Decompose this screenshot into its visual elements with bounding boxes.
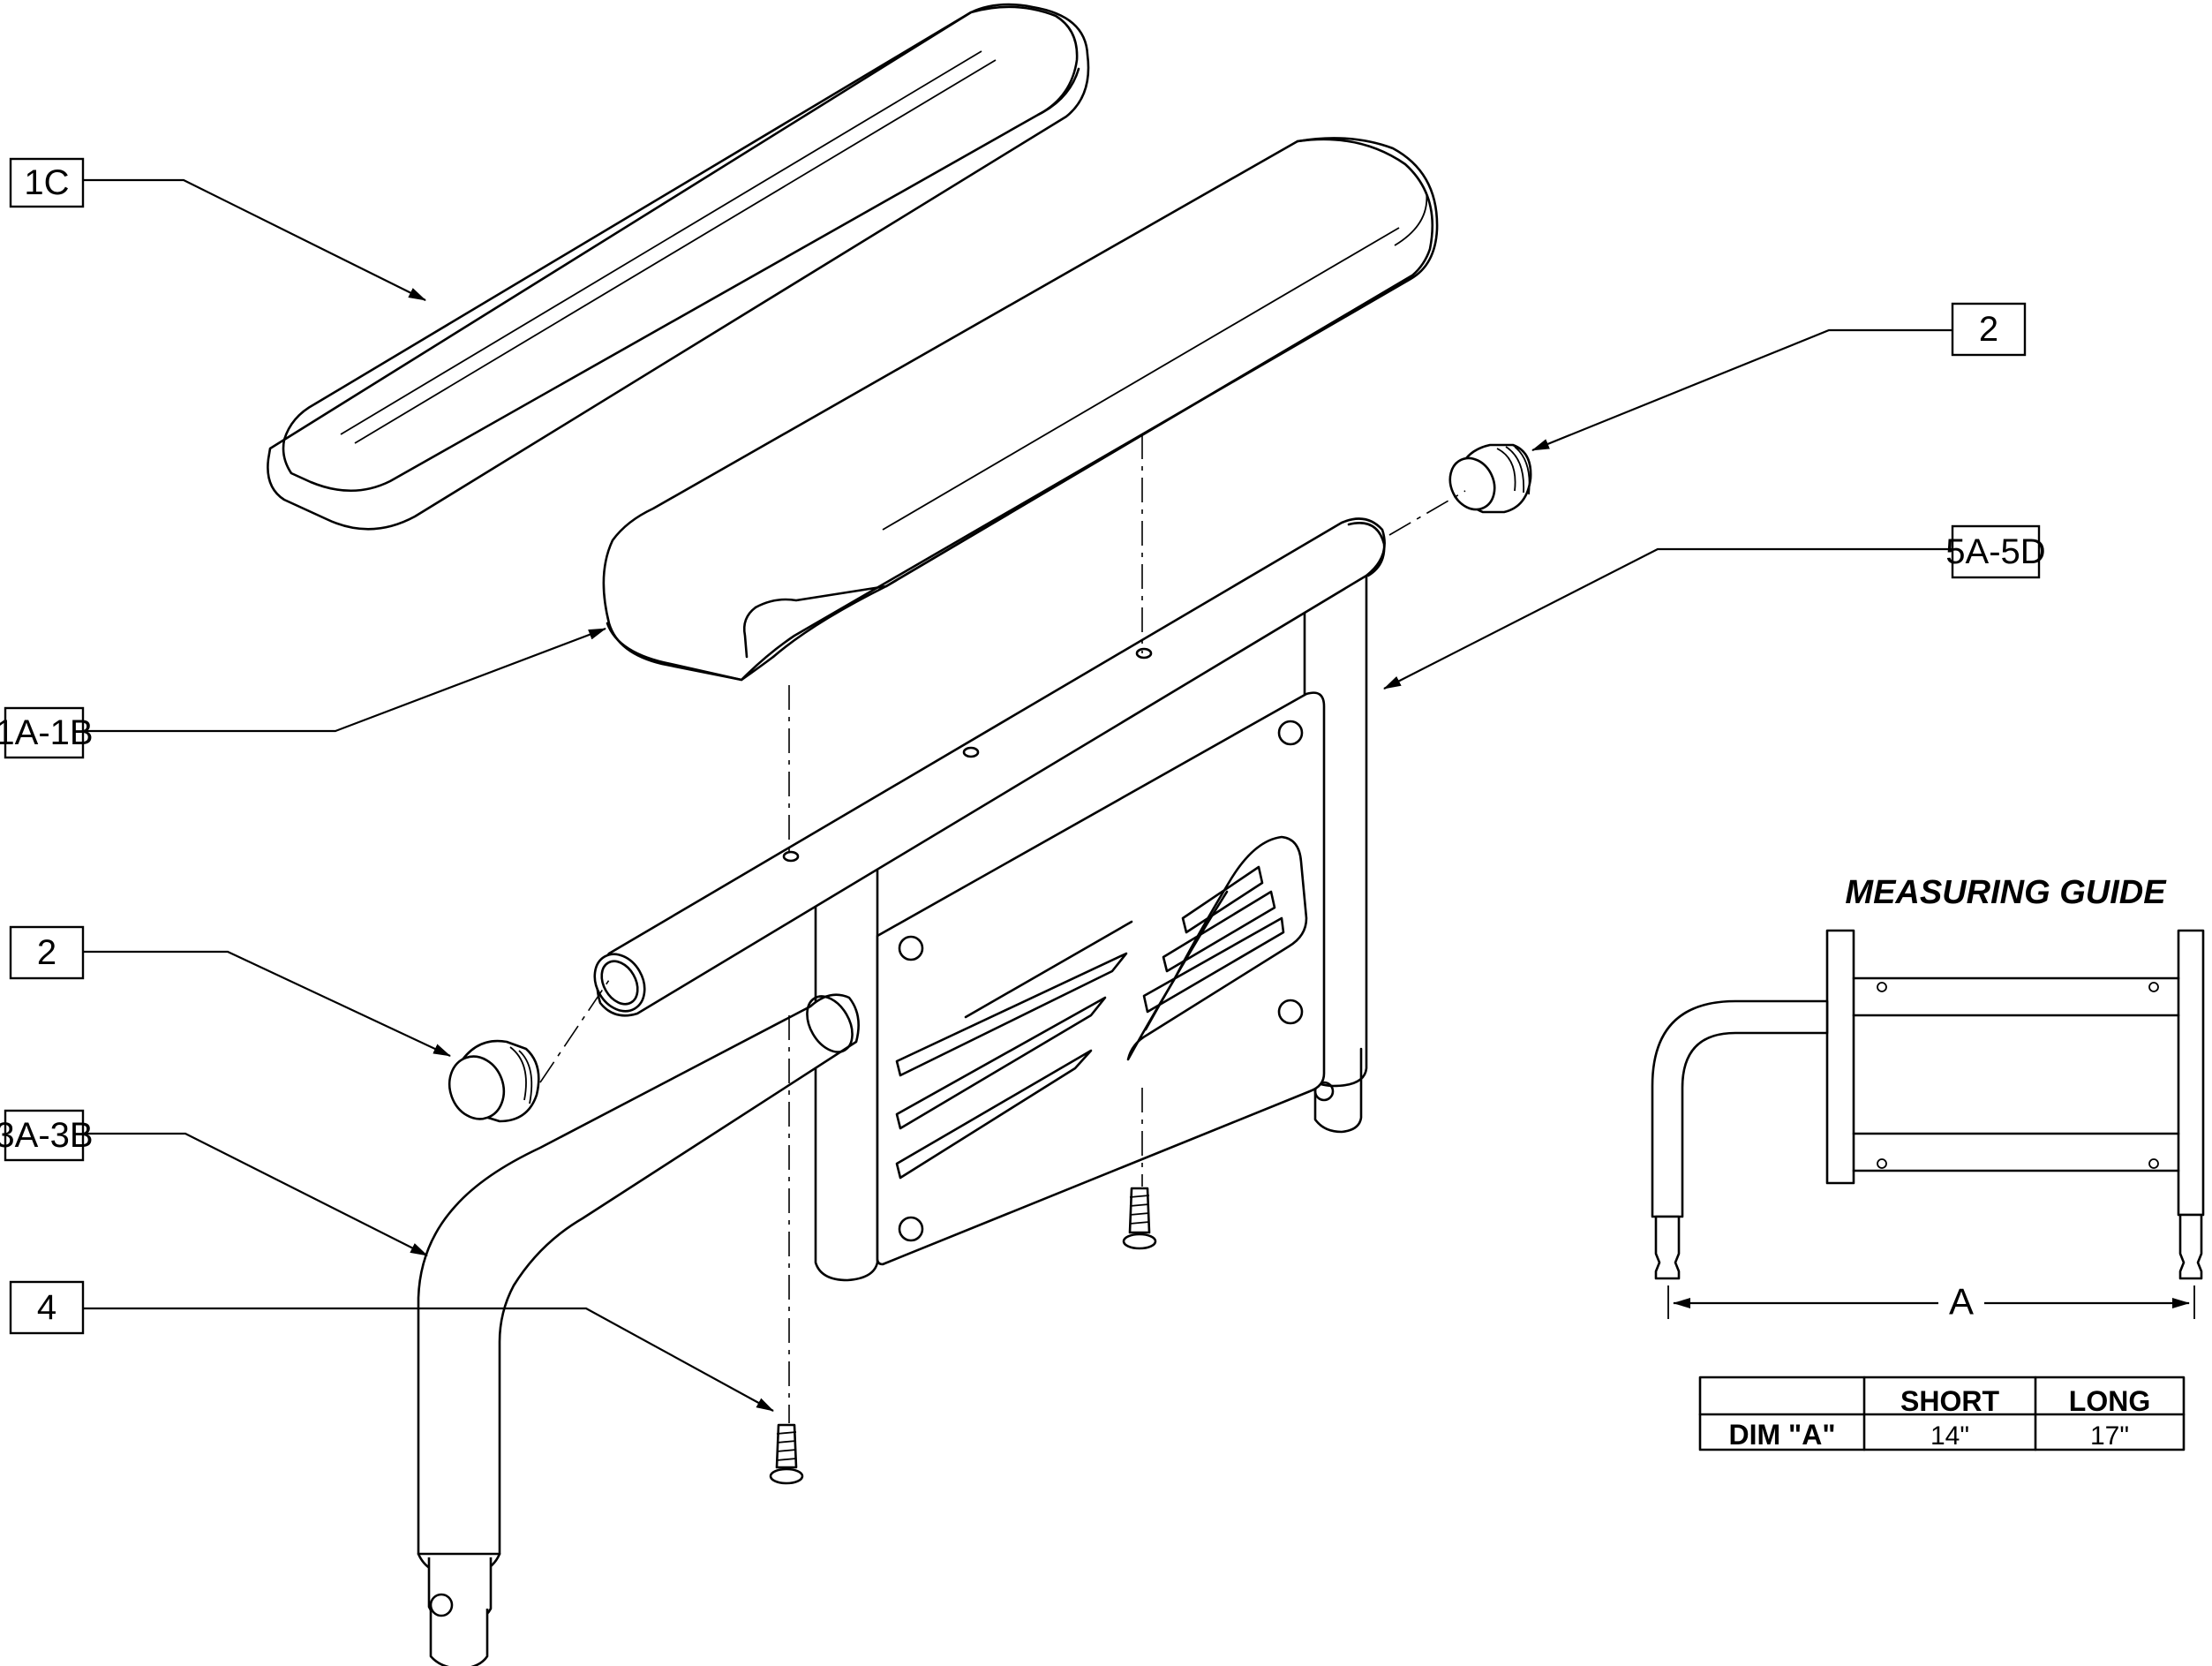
svg-text:5A-5D: 5A-5D bbox=[1945, 532, 2045, 571]
callout-5a-5d: 5A-5D bbox=[1383, 524, 2046, 690]
end-plug-left-2 bbox=[448, 1039, 540, 1123]
svg-text:3A-3B: 3A-3B bbox=[0, 1116, 94, 1155]
svg-text:2: 2 bbox=[37, 933, 56, 972]
table-cell-long: 17" bbox=[2090, 1421, 2129, 1451]
screw-4-right bbox=[1122, 1187, 1157, 1250]
svg-text:1A-1B: 1A-1B bbox=[0, 713, 94, 752]
table-cell-short: 14" bbox=[1930, 1421, 1969, 1451]
armrest-frame-5a-5d bbox=[593, 517, 1386, 1282]
armpad-1c bbox=[267, 3, 1090, 531]
callout-1c: 1C bbox=[9, 157, 426, 301]
svg-text:4: 4 bbox=[37, 1288, 56, 1327]
svg-text:1C: 1C bbox=[24, 163, 69, 202]
measuring-guide-title: MEASURING GUIDE bbox=[1845, 874, 2167, 911]
callout-1a-1b: 1A-1B bbox=[0, 627, 606, 759]
screw-4-left bbox=[769, 1423, 804, 1485]
front-arm-tube-3a-3b bbox=[417, 993, 860, 1666]
svg-text:2: 2 bbox=[1979, 310, 1998, 349]
assembly-centerlines bbox=[539, 434, 1466, 1423]
end-plug-top-2 bbox=[1448, 443, 1532, 514]
dimension-table: SHORT LONG DIM "A" 14" 17" bbox=[1698, 1376, 2186, 1451]
callout-3a-3b: 3A-3B bbox=[0, 1109, 428, 1256]
armpad-1a-1b bbox=[602, 137, 1439, 682]
callout-2-left: 2 bbox=[9, 925, 451, 1057]
callout-4: 4 bbox=[9, 1280, 774, 1412]
table-header-short: SHORT bbox=[1900, 1385, 1999, 1417]
table-row-label: DIM "A" bbox=[1729, 1419, 1836, 1451]
table-header-long: LONG bbox=[2069, 1385, 2150, 1417]
dimension-a-label: A bbox=[1949, 1281, 1974, 1323]
callout-2-top: 2 bbox=[1531, 302, 2027, 452]
measuring-guide: MEASURING GUIDE A bbox=[1651, 874, 2205, 1323]
